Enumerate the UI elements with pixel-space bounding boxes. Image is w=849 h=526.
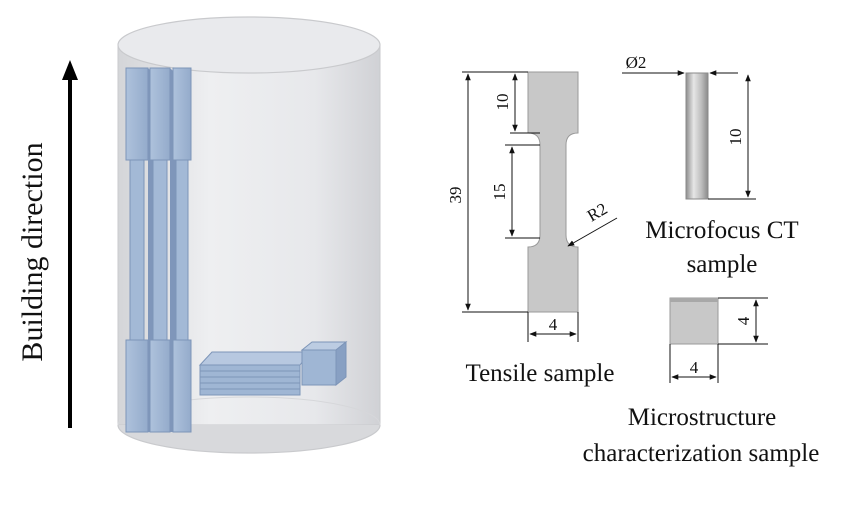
ct-sample-label-line2: sample	[687, 251, 758, 278]
ct-sample-label-line1: Microfocus CT	[645, 217, 798, 244]
tensile-radius: R2	[584, 199, 611, 225]
vertical-specimens	[125, 67, 192, 433]
micro-width: 4	[690, 358, 699, 377]
tensile-total-length: 39	[446, 187, 465, 204]
building-direction-arrow	[62, 60, 78, 428]
micro-sample-drawing	[669, 297, 768, 383]
micro-height: 4	[734, 316, 753, 325]
micro-sample-label-line2: characterization sample	[583, 440, 820, 467]
ct-diameter: Ø2	[626, 53, 647, 72]
tensile-width: 4	[549, 315, 558, 334]
tensile-sample-label: Tensile sample	[466, 360, 615, 387]
tensile-sample-drawing	[462, 71, 618, 342]
ct-length: 10	[726, 129, 745, 146]
vertical-specimen-2	[149, 67, 176, 433]
horizontal-bar-stack	[198, 351, 312, 396]
tensile-grip-length: 10	[493, 94, 512, 111]
ct-sample-drawing	[622, 70, 756, 200]
micro-sample-label-line1: Microstructure	[628, 404, 777, 431]
vertical-specimen-3	[172, 67, 192, 433]
cube-specimen	[300, 340, 348, 387]
tensile-gauge-length: 15	[490, 184, 509, 201]
building-direction-label: Building direction	[16, 142, 49, 361]
